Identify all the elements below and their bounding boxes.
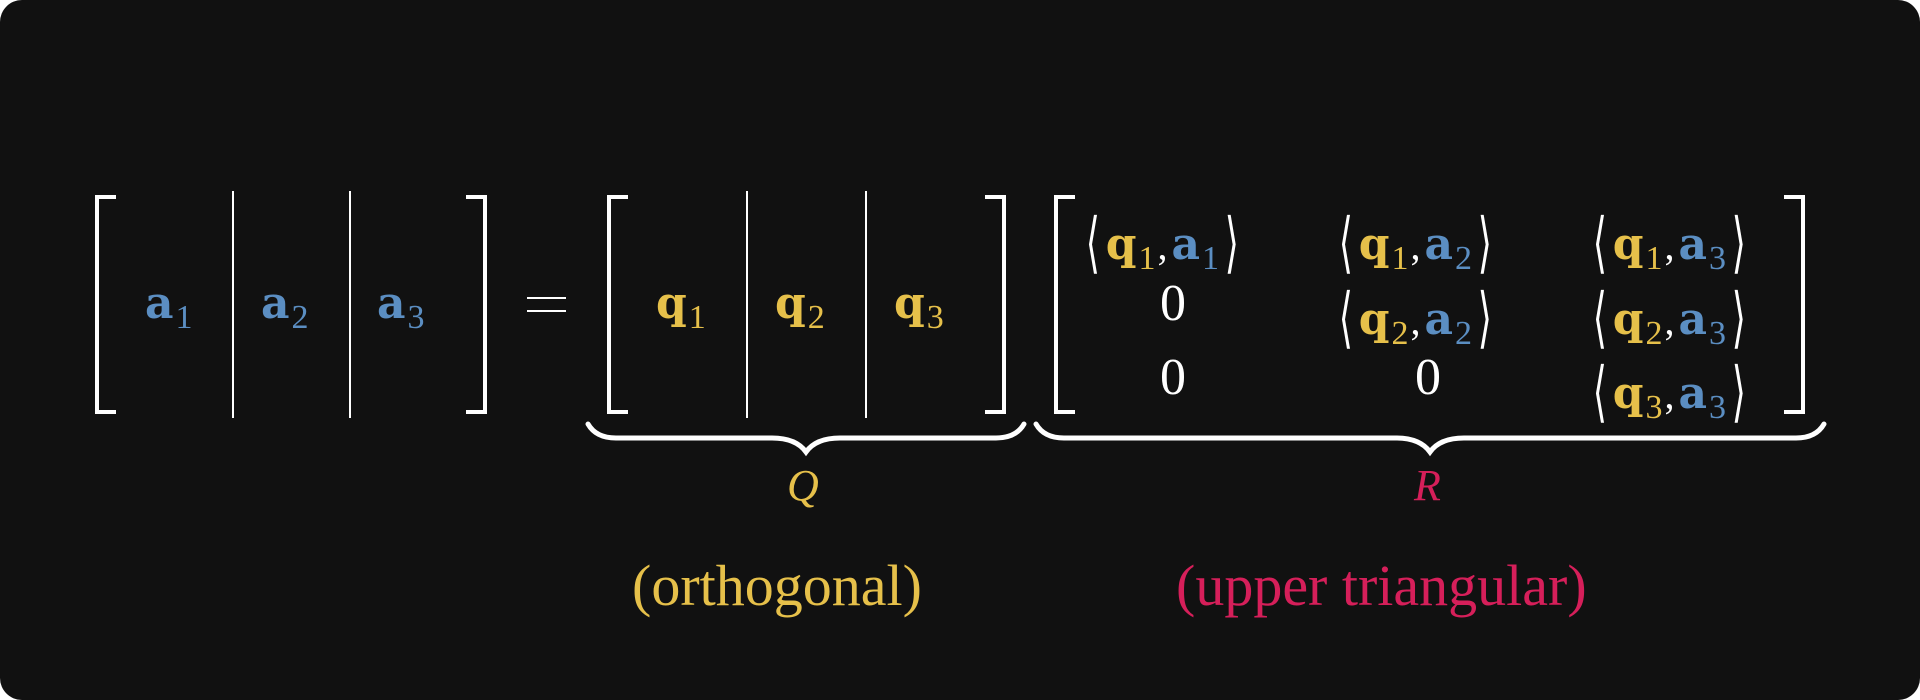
subscript: 3 bbox=[1709, 240, 1727, 277]
subscript: 3 bbox=[1709, 389, 1727, 426]
left-angle: ⟨ bbox=[1338, 282, 1353, 355]
left-angle: ⟨ bbox=[1085, 207, 1100, 280]
lhs-column-a2: a2 bbox=[261, 282, 309, 335]
subscript: 3 bbox=[1645, 389, 1663, 426]
right-angle: ⟩ bbox=[1731, 207, 1746, 280]
lhs-column-a1: a1 bbox=[145, 282, 193, 335]
subscript: 1 bbox=[1202, 240, 1220, 277]
q-symbol: q bbox=[1358, 219, 1390, 270]
right-angle: ⟩ bbox=[1477, 207, 1492, 280]
a-symbol: a bbox=[1171, 219, 1201, 270]
q-label: Q bbox=[787, 461, 819, 510]
right-angle: ⟩ bbox=[1731, 356, 1746, 429]
q-right-bracket bbox=[985, 195, 1006, 414]
q-column-q2: q2 bbox=[775, 282, 825, 335]
q-underbrace bbox=[585, 421, 1027, 457]
comma: , bbox=[1664, 223, 1675, 268]
right-angle: ⟩ bbox=[1731, 282, 1746, 355]
r-entry-2-3: ⟨q2,a3⟩ bbox=[1587, 280, 1752, 352]
vector-symbol: a bbox=[145, 278, 174, 329]
q-symbol: q bbox=[1612, 219, 1644, 270]
subscript: 3 bbox=[1709, 315, 1727, 352]
lhs-column-a3: a3 bbox=[377, 282, 425, 335]
left-angle: ⟨ bbox=[1338, 207, 1353, 280]
comma: , bbox=[1664, 298, 1675, 343]
left-angle: ⟨ bbox=[1592, 207, 1607, 280]
comma: , bbox=[1157, 223, 1168, 268]
r-label: R bbox=[1414, 461, 1441, 510]
r-entry-1-1: ⟨q1,a1⟩ bbox=[1080, 205, 1245, 277]
q-left-bracket bbox=[607, 195, 628, 414]
q-column-q3: q3 bbox=[894, 282, 944, 335]
left-angle: ⟨ bbox=[1592, 282, 1607, 355]
comma: , bbox=[1664, 372, 1675, 417]
q-symbol: q bbox=[1358, 294, 1390, 345]
subscript: 1 bbox=[1138, 240, 1156, 277]
subscript: 1 bbox=[1645, 240, 1663, 277]
lhs-right-bracket bbox=[466, 195, 487, 414]
subscript: 1 bbox=[1391, 240, 1409, 277]
subscript: 1 bbox=[175, 299, 193, 336]
vector-symbol: a bbox=[261, 278, 290, 329]
subscript: 2 bbox=[807, 299, 825, 336]
r-entry-3-2: 0 bbox=[1415, 349, 1441, 406]
a-symbol: a bbox=[1424, 219, 1454, 270]
r-entry-2-2: ⟨q2,a2⟩ bbox=[1333, 280, 1498, 352]
right-angle: ⟩ bbox=[1224, 207, 1239, 280]
r-entry-1-2: ⟨q1,a2⟩ bbox=[1333, 205, 1498, 277]
subscript: 3 bbox=[926, 299, 944, 336]
vector-symbol: q bbox=[894, 278, 925, 329]
q-symbol: q bbox=[1612, 294, 1644, 345]
subscript: 2 bbox=[1455, 315, 1473, 352]
subscript: 2 bbox=[1455, 240, 1473, 277]
vector-symbol: q bbox=[656, 278, 687, 329]
q-symbol: q bbox=[1612, 368, 1644, 419]
r-underbrace bbox=[1033, 421, 1827, 457]
r-entry-3-1: 0 bbox=[1160, 349, 1186, 406]
right-angle: ⟩ bbox=[1477, 282, 1492, 355]
r-entry-2-1: 0 bbox=[1160, 275, 1186, 332]
a-symbol: a bbox=[1424, 294, 1454, 345]
r-left-bracket bbox=[1054, 195, 1075, 414]
left-angle: ⟨ bbox=[1592, 356, 1607, 429]
r-entry-3-3: ⟨q3,a3⟩ bbox=[1587, 354, 1752, 426]
q-symbol: q bbox=[1105, 219, 1137, 270]
q-description: (orthogonal) bbox=[632, 553, 922, 618]
subscript: 2 bbox=[1645, 315, 1663, 352]
subscript: 3 bbox=[407, 299, 425, 336]
r-entry-1-3: ⟨q1,a3⟩ bbox=[1587, 205, 1752, 277]
comma: , bbox=[1410, 223, 1421, 268]
r-description: (upper triangular) bbox=[1176, 553, 1587, 618]
subscript: 1 bbox=[688, 299, 706, 336]
subscript: 2 bbox=[291, 299, 309, 336]
a-symbol: a bbox=[1678, 219, 1708, 270]
vector-symbol: a bbox=[377, 278, 406, 329]
a-symbol: a bbox=[1678, 294, 1708, 345]
comma: , bbox=[1410, 298, 1421, 343]
vector-symbol: q bbox=[775, 278, 806, 329]
q-column-q1: q1 bbox=[656, 282, 706, 335]
r-right-bracket bbox=[1784, 195, 1805, 414]
subscript: 2 bbox=[1391, 315, 1409, 352]
a-symbol: a bbox=[1678, 368, 1708, 419]
lhs-left-bracket bbox=[95, 195, 116, 414]
